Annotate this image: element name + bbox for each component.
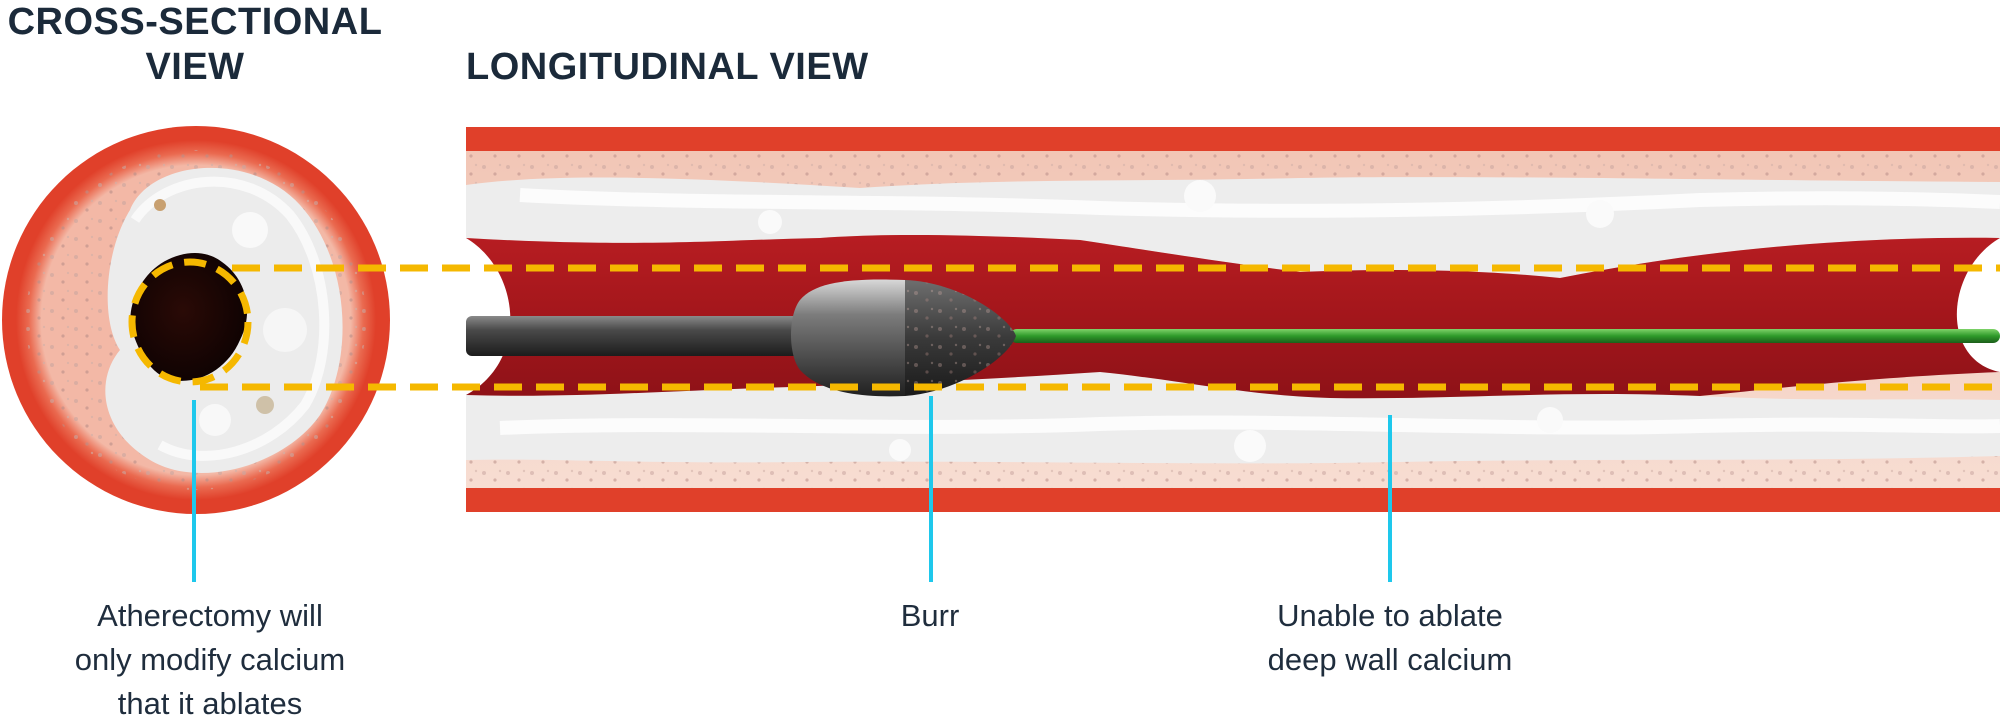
cross-section-ablation-outline — [128, 258, 252, 386]
atherectomy-caption: Atherectomy will only modify calcium tha… — [74, 598, 346, 721]
burr-caption: Burr — [900, 598, 960, 633]
longitudinal-view-heading: LONGITUDINAL VIEW — [466, 46, 869, 88]
cross-sectional-view-heading: CROSS-SECTIONAL VIEW — [7, 1, 383, 88]
cross-section-lumen — [130, 252, 248, 381]
guidewire — [1010, 329, 2000, 343]
drive-shaft — [466, 316, 806, 356]
burr-device — [791, 279, 1016, 397]
deep-wall-calcium-caption: Unable to ablate deep wall calcium — [1267, 598, 1513, 677]
